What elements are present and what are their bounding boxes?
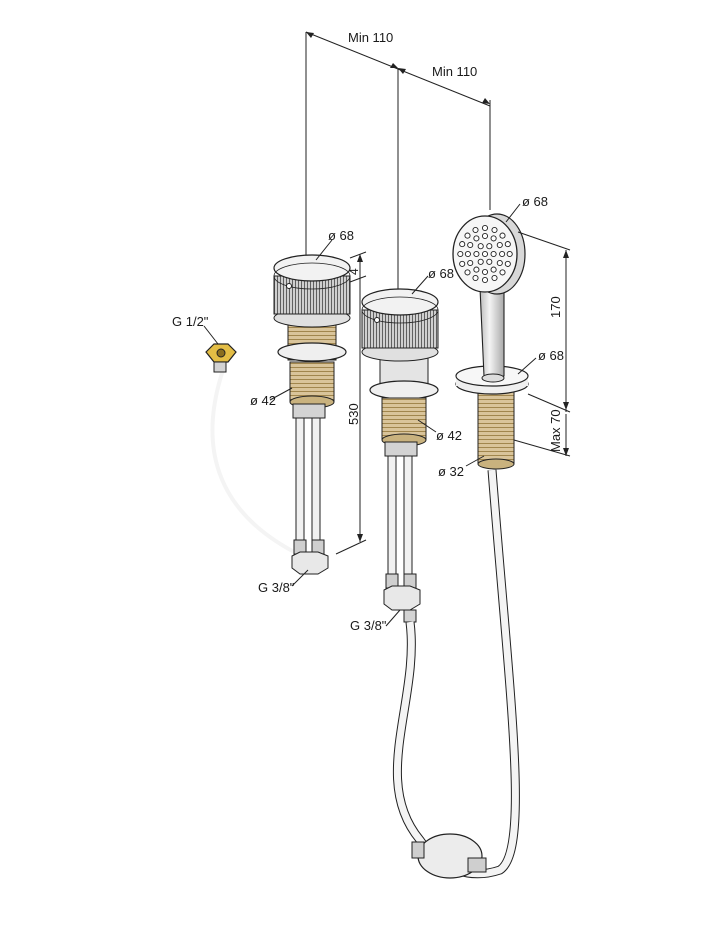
dim-4-label: 4	[347, 268, 361, 275]
nozzle-dot	[477, 258, 484, 265]
left-thread-lower	[289, 361, 335, 403]
d68-shower-head-label: ø 68	[522, 194, 548, 209]
nozzle-dot	[496, 241, 503, 249]
nozzle-dot	[457, 250, 464, 258]
d42-mid-label: ø 42	[436, 428, 462, 443]
nozzle-dot	[472, 274, 479, 282]
nozzle-dot	[490, 266, 497, 273]
mid-knob-top	[361, 288, 439, 316]
nozzle-dot	[467, 259, 474, 267]
g-half-nut	[205, 343, 237, 373]
nozzle-dot	[472, 226, 479, 234]
left-knob-top	[273, 254, 351, 282]
max-70-label: Max 70	[548, 409, 563, 452]
d42-left-label: ø 42	[250, 393, 276, 408]
nozzle-dot	[491, 226, 498, 234]
nozzle-dot	[464, 232, 471, 239]
nozzle-dot	[459, 241, 466, 248]
leader-lines	[203, 203, 537, 627]
shower-handset	[393, 213, 529, 879]
left-knob-knurl	[273, 275, 351, 315]
nozzle-dot	[481, 250, 489, 258]
hose-connector	[411, 833, 487, 879]
dimension-min110	[305, 31, 491, 290]
middle-valve	[361, 288, 439, 623]
nozzle-dot	[464, 269, 471, 276]
nozzle-dot	[481, 232, 489, 240]
g38-mid-label: G 3/8"	[350, 618, 387, 633]
nozzle-dot	[481, 268, 489, 276]
nozzle-dot	[499, 269, 506, 276]
nozzle-dot	[486, 243, 493, 250]
nozzle-dot	[504, 241, 511, 248]
nozzle-dot	[490, 235, 497, 242]
left-flange	[277, 342, 347, 362]
nozzle-dot	[481, 276, 489, 284]
dim-530-label: 530	[346, 403, 361, 425]
left-valve	[205, 254, 351, 575]
nozzle-dot	[467, 241, 474, 249]
dim-170-label: 170	[548, 296, 563, 318]
g38-mid-fittings	[383, 573, 421, 623]
dimension-170	[513, 231, 571, 457]
nozzle-dot	[486, 258, 493, 265]
d32-label: ø 32	[438, 464, 464, 479]
nozzle-dot	[499, 250, 506, 258]
shower-nozzles	[457, 224, 513, 284]
nozzle-dot	[477, 243, 484, 250]
d68-mid-label: ø 68	[428, 266, 454, 281]
g38-left-label: G 3/8"	[258, 580, 295, 595]
nozzle-dot	[491, 274, 498, 282]
nozzle-dot	[506, 250, 513, 258]
nozzle-dot	[496, 259, 503, 267]
nozzle-dot	[504, 260, 511, 267]
mid-thread	[381, 397, 427, 441]
g-half-label: G 1/2"	[172, 314, 209, 329]
nozzle-dot	[481, 224, 489, 232]
min110-label-b: Min 110	[432, 64, 477, 79]
d68-shower-base-label: ø 68	[538, 348, 564, 363]
nozzle-dot	[473, 235, 480, 242]
nozzle-dot	[473, 266, 480, 273]
g38-left-fittings	[291, 539, 329, 575]
nozzle-dot	[499, 232, 506, 239]
nozzle-dot	[464, 250, 471, 258]
min110-label-a: Min 110	[348, 30, 393, 45]
nozzle-dot	[490, 250, 497, 258]
nozzle-dot	[459, 260, 466, 267]
nozzle-dot	[473, 250, 480, 258]
d68-left-label: ø 68	[328, 228, 354, 243]
shower-thread	[477, 391, 515, 465]
dimension-530	[335, 251, 367, 555]
mid-knob-knurl	[361, 309, 439, 349]
mid-flange	[369, 380, 439, 400]
